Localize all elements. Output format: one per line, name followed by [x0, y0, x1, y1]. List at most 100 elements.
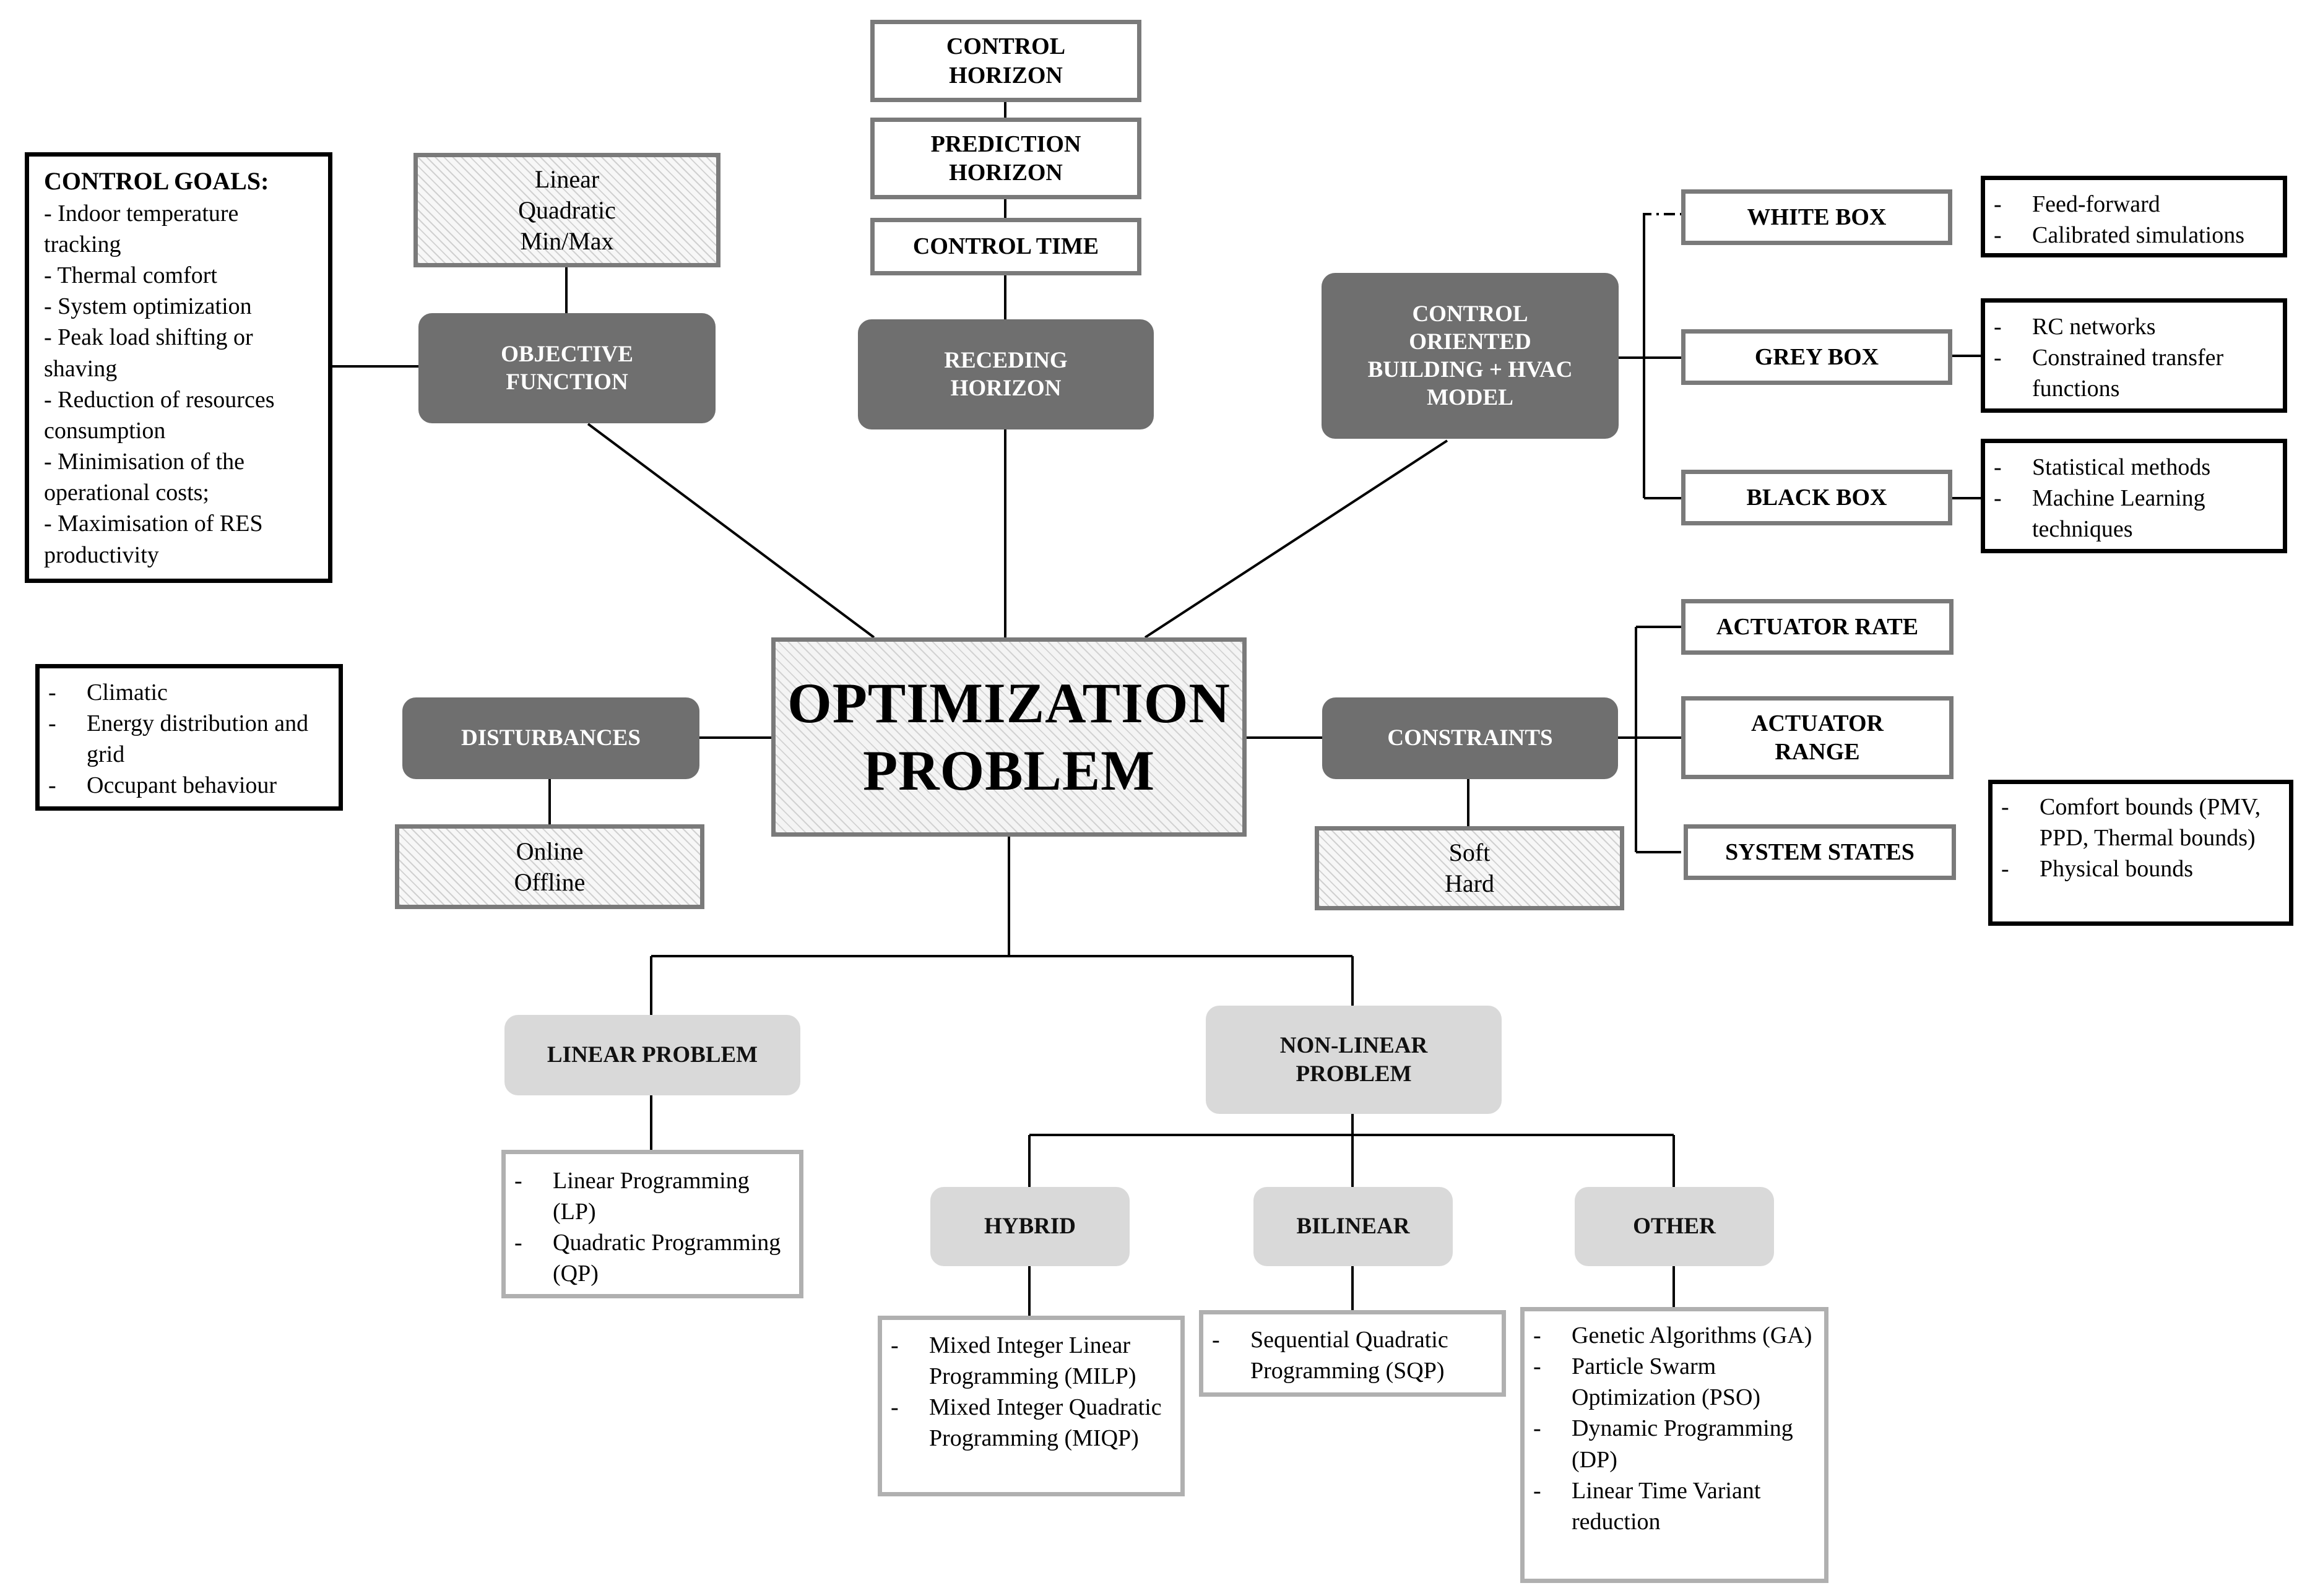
disturbance-mode-online: Online — [516, 837, 584, 865]
other-method: Particle Swarm Optimization (PSO) — [1525, 1351, 1815, 1413]
black-box-method: Statistical methods — [1985, 452, 2277, 483]
actuator-rate-node: ACTUATOR RATE — [1681, 599, 1954, 655]
other-method: Dynamic Programming (DP) — [1525, 1413, 1815, 1475]
objective-type-quadratic: Quadratic — [518, 196, 616, 224]
actuator-range-line1: ACTUATOR — [1751, 710, 1884, 736]
bilinear-label: BILINEAR — [1296, 1214, 1410, 1240]
receding-horizon-line2: HORIZON — [950, 376, 1062, 401]
bilinear-method: Sequential Quadratic Programming (SQP) — [1203, 1324, 1493, 1386]
actuator-range-line2: RANGE — [1775, 739, 1860, 765]
control-goal-item: - Minimisation of the operational costs; — [44, 449, 245, 506]
black-box-methods-panel: Statistical methods Machine Learning tec… — [1981, 439, 2287, 553]
building-model-line1: CONTROL — [1412, 301, 1528, 327]
hybrid-box: HYBRID — [930, 1187, 1130, 1266]
linear-problem-label: LINEAR PROBLEM — [547, 1042, 758, 1068]
other-method: Linear Time Variant reduction — [1525, 1475, 1815, 1537]
prediction-horizon-line1: PREDICTION — [930, 131, 1081, 157]
white-box-method: Calibrated simulations — [1985, 220, 2277, 251]
objective-function-box: OBJECTIVE FUNCTION — [418, 313, 716, 423]
system-states-label: SYSTEM STATES — [1725, 839, 1915, 865]
black-box-method: Machine Learning techniques — [1985, 483, 2277, 545]
white-box-methods-panel: Feed-forward Calibrated simulations — [1981, 176, 2287, 257]
building-model-line3: BUILDING + HVAC — [1367, 357, 1573, 382]
constraints-box: CONSTRAINTS — [1322, 697, 1618, 779]
objective-type-minmax: Min/Max — [520, 226, 614, 255]
black-box-label: BLACK BOX — [1746, 484, 1887, 511]
disturbance-mode-offline: Offline — [514, 868, 586, 896]
constraints-modes-box: Soft Hard — [1315, 826, 1624, 910]
control-goal-item: - System optimization — [44, 293, 252, 320]
objective-type-linear: Linear — [534, 165, 600, 193]
nonlinear-problem-line2: PROBLEM — [1296, 1061, 1412, 1087]
receding-horizon-line1: RECEDING — [944, 347, 1068, 373]
nonlinear-problem-line1: NON-LINEAR — [1279, 1033, 1428, 1059]
hybrid-methods-panel: Mixed Integer Linear Programming (MILP) … — [878, 1316, 1185, 1496]
prediction-horizon-box: PREDICTION HORIZON — [870, 118, 1141, 199]
bounds-item: Physical bounds — [1993, 853, 2280, 884]
disturbances-box: DISTURBANCES — [402, 697, 699, 779]
optimization-problem-box: OPTIMIZATION PROBLEM — [771, 637, 1247, 837]
grey-box-method: Constrained transfer functions — [1985, 342, 2277, 404]
linear-methods-panel: Linear Programming (LP) Quadratic Progra… — [501, 1150, 803, 1298]
disturbances-modes-box: Online Offline — [395, 824, 704, 909]
building-model-line2: ORIENTED — [1409, 329, 1531, 355]
other-methods-panel: Genetic Algorithms (GA) Particle Swarm O… — [1520, 1307, 1828, 1583]
control-goal-item: - Peak load shifting or shaving — [44, 324, 253, 382]
control-goal-item: - Reduction of resources consumption — [44, 386, 275, 444]
actuator-rate-label: ACTUATOR RATE — [1716, 613, 1919, 640]
white-box-method: Feed-forward — [1985, 189, 2277, 220]
grey-box-methods-panel: RC networks Constrained transfer functio… — [1981, 298, 2287, 413]
building-model-line4: MODEL — [1427, 385, 1513, 411]
control-time-box: CONTROL TIME — [870, 218, 1141, 275]
white-box-label: WHITE BOX — [1747, 204, 1887, 230]
constraint-mode-soft: Soft — [1448, 839, 1491, 866]
actuator-range-node: ACTUATOR RANGE — [1681, 696, 1954, 779]
other-box: OTHER — [1575, 1187, 1774, 1266]
objective-types-box: Linear Quadratic Min/Max — [413, 153, 720, 267]
nonlinear-problem-box: NON-LINEAR PROBLEM — [1206, 1006, 1502, 1114]
control-time-label: CONTROL TIME — [912, 233, 1099, 260]
bilinear-box: BILINEAR — [1253, 1187, 1453, 1266]
bounds-item: Comfort bounds (PMV, PPD, Thermal bounds… — [1993, 792, 2280, 853]
control-horizon-box: CONTROL HORIZON — [870, 20, 1141, 102]
disturbance-item: Energy distribution and grid — [40, 708, 330, 770]
other-label: OTHER — [1633, 1214, 1716, 1240]
constraint-mode-hard: Hard — [1445, 869, 1494, 897]
hybrid-method: Mixed Integer Linear Programming (MILP) — [882, 1330, 1172, 1392]
white-box-node: WHITE BOX — [1681, 189, 1952, 245]
bilinear-methods-panel: Sequential Quadratic Programming (SQP) — [1199, 1310, 1506, 1397]
constraints-label: CONSTRAINTS — [1387, 725, 1553, 751]
center-title-line2: PROBLEM — [862, 739, 1156, 802]
center-title-line1: OPTIMIZATION — [787, 671, 1231, 735]
control-goals-title: CONTROL GOALS: — [44, 167, 269, 195]
bounds-list-panel: Comfort bounds (PMV, PPD, Thermal bounds… — [1988, 780, 2293, 926]
system-states-node: SYSTEM STATES — [1684, 824, 1956, 880]
grey-box-node: GREY BOX — [1681, 329, 1952, 385]
control-horizon-line1: CONTROL — [946, 33, 1066, 60]
other-method: Genetic Algorithms (GA) — [1525, 1320, 1815, 1351]
disturbances-list-panel: Climatic Energy distribution and grid Oc… — [35, 664, 343, 811]
hybrid-label: HYBRID — [984, 1214, 1076, 1240]
control-goal-item: - Thermal comfort — [44, 262, 217, 289]
disturbance-item: Occupant behaviour — [40, 770, 330, 801]
linear-method: Linear Programming (LP) — [506, 1165, 790, 1227]
objective-function-line2: FUNCTION — [506, 369, 628, 395]
receding-horizon-box: RECEDING HORIZON — [858, 319, 1154, 429]
black-box-node: BLACK BOX — [1681, 470, 1952, 525]
control-horizon-line2: HORIZON — [949, 62, 1063, 88]
control-goal-item: - Indoor temperature tracking — [44, 200, 239, 257]
prediction-horizon-line2: HORIZON — [949, 160, 1063, 186]
grey-box-label: GREY BOX — [1754, 343, 1879, 370]
linear-problem-box: LINEAR PROBLEM — [504, 1015, 800, 1095]
objective-function-line1: OBJECTIVE — [501, 341, 633, 367]
building-model-box: CONTROL ORIENTED BUILDING + HVAC MODEL — [1322, 273, 1619, 439]
hybrid-method: Mixed Integer Quadratic Programming (MIQ… — [882, 1392, 1172, 1454]
linear-method: Quadratic Programming (QP) — [506, 1227, 790, 1289]
control-goals-panel: CONTROL GOALS: - Indoor temperature trac… — [25, 152, 332, 583]
grey-box-method: RC networks — [1985, 311, 2277, 342]
disturbance-item: Climatic — [40, 677, 330, 708]
control-goal-item: - Maximisation of RES productivity — [44, 511, 263, 568]
disturbances-label: DISTURBANCES — [461, 725, 641, 751]
